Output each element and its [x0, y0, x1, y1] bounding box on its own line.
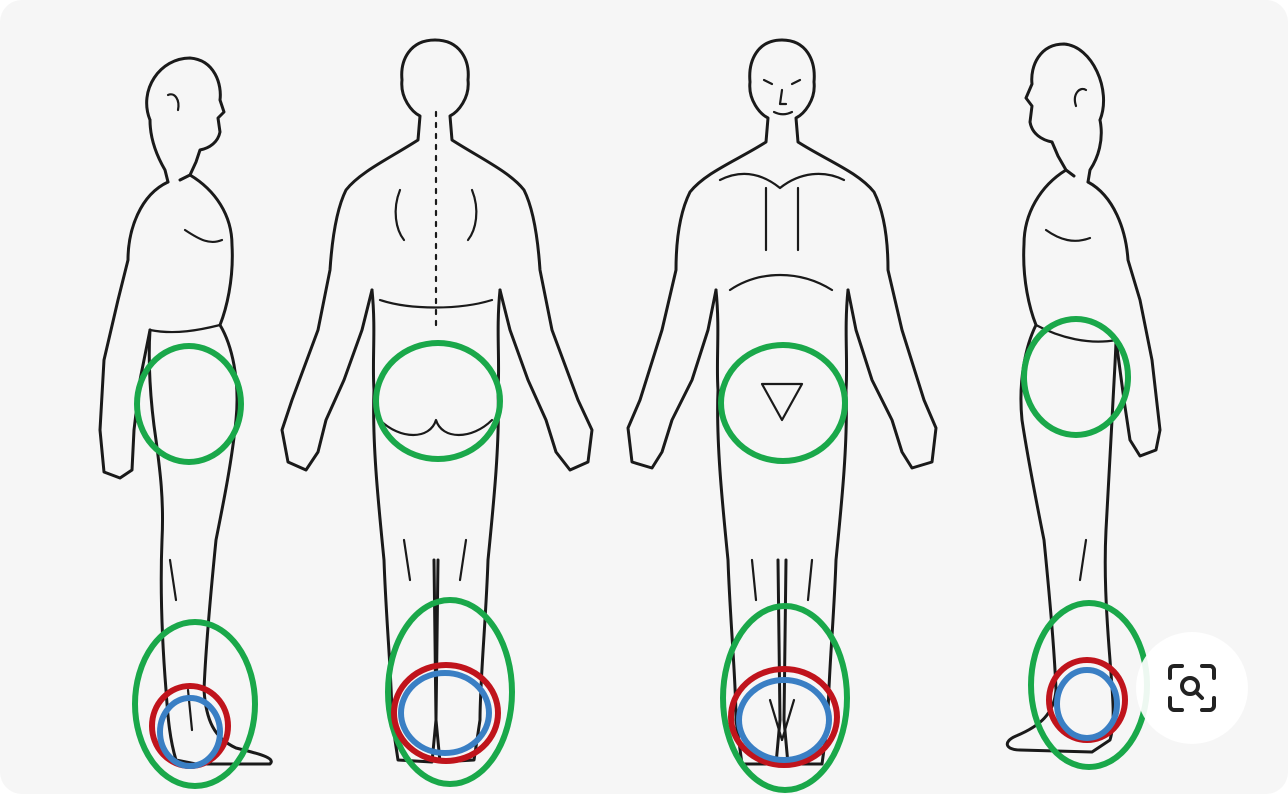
figure-anterior: [628, 40, 936, 764]
green-foot-rings: [135, 600, 1147, 790]
figure-posterior: [282, 40, 592, 762]
blue-ring-lateral-left: [1057, 670, 1117, 738]
green-ring-pelvis-posterior: [376, 343, 500, 459]
green-ring-hip-lateral-left: [1024, 319, 1128, 435]
lens-search-icon: [1164, 660, 1220, 716]
blue-ring-posterior: [401, 673, 489, 753]
green-rings: [137, 319, 1128, 462]
red-ring-posterior: [394, 665, 498, 761]
visual-search-button[interactable]: [1136, 632, 1248, 744]
green-ring-foot-lateral-right: [135, 622, 255, 786]
blue-rings: [160, 670, 1117, 766]
red-rings: [152, 660, 1125, 766]
green-ring-pelvis-anterior: [721, 345, 845, 461]
